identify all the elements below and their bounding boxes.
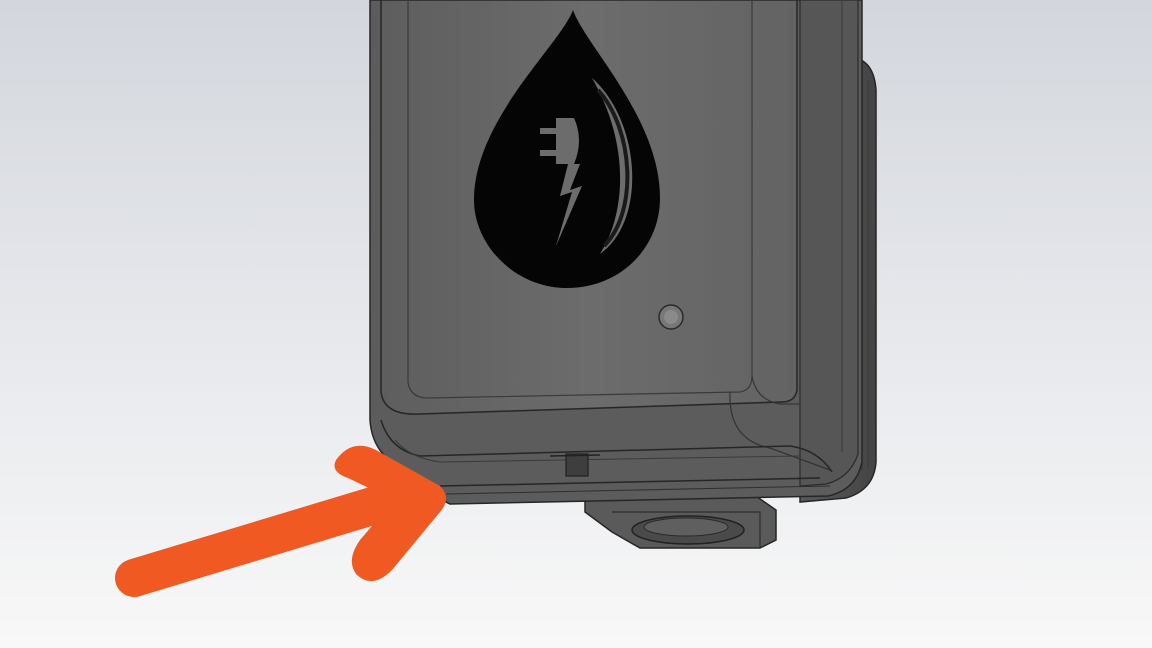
bottom-tab <box>565 453 589 477</box>
water-drop-with-plug-and-lightning-icon <box>474 10 660 288</box>
housing-bottom-band <box>380 419 833 473</box>
bottom-connector <box>584 491 777 549</box>
arrow-icon <box>115 445 446 597</box>
